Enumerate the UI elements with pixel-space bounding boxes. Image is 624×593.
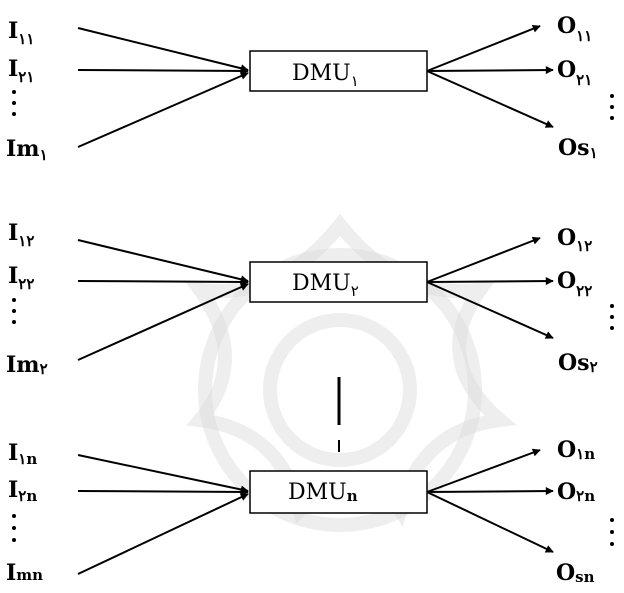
ellipsis-dot bbox=[12, 101, 16, 105]
input-label-1-2: I٢١ bbox=[8, 56, 34, 86]
ellipsis-dot bbox=[12, 90, 16, 94]
input-arrow-n-1 bbox=[77, 454, 249, 494]
input-label-n-1: I١n bbox=[8, 440, 37, 468]
output-label-n-2: O٢n bbox=[557, 479, 595, 505]
output-label-1-s: Os١ bbox=[558, 135, 598, 162]
output-arrow-1-2 bbox=[426, 66, 554, 75]
input-arrow-n-2 bbox=[77, 487, 249, 496]
ellipsis-dot bbox=[12, 309, 16, 313]
dmu-box-1 bbox=[249, 50, 428, 92]
input-arrow-2-2 bbox=[77, 277, 249, 286]
dmu-box-n bbox=[249, 470, 428, 514]
output-label-n-s: Osn bbox=[556, 560, 595, 586]
output-arrow-2-2 bbox=[426, 277, 554, 286]
input-label-2-1: I١٢ bbox=[8, 220, 34, 250]
input-arrow-n-m bbox=[77, 493, 249, 575]
input-label-n-m: Imn bbox=[6, 560, 43, 586]
output-label-2-1: O١٢ bbox=[557, 225, 592, 255]
ellipsis-dot bbox=[610, 94, 614, 98]
ellipsis-dot bbox=[610, 315, 614, 319]
ellipsis-dot bbox=[610, 542, 614, 546]
input-label-2-2: I٢٢ bbox=[8, 263, 34, 293]
dmu-label-2: DMU٢ bbox=[292, 271, 359, 300]
input-arrow-1-1 bbox=[77, 27, 249, 73]
input-label-n-2: I٢n bbox=[8, 477, 37, 505]
dmu-group-2: I١٢ I٢٢ Im٢ DMU٢ O١٢ O٢٢ Os٢ bbox=[6, 220, 614, 378]
output-arrow-2-s bbox=[426, 281, 554, 339]
ellipsis-dot bbox=[610, 326, 614, 330]
input-label-1-m: Im١ bbox=[6, 136, 48, 164]
ellipsis-dot bbox=[12, 526, 16, 530]
output-arrow-1-1 bbox=[426, 24, 541, 72]
ellipsis-dot bbox=[610, 530, 614, 534]
output-label-1-2: O٢١ bbox=[557, 57, 592, 89]
input-label-2-m: Im٢ bbox=[6, 352, 48, 378]
input-arrow-1-m bbox=[77, 72, 249, 148]
output-label-n-1: O١n bbox=[557, 437, 595, 463]
input-arrow-1-2 bbox=[77, 66, 249, 75]
output-arrow-n-s bbox=[426, 491, 554, 553]
output-label-1-1: O١١ bbox=[557, 13, 592, 45]
output-arrow-1-s bbox=[426, 70, 554, 128]
output-arrow-2-1 bbox=[426, 236, 541, 283]
ellipsis-dot bbox=[610, 304, 614, 308]
ellipsis-dot bbox=[610, 116, 614, 120]
output-arrow-n-1 bbox=[426, 448, 541, 493]
ellipsis-dot bbox=[610, 105, 614, 109]
input-arrow-2-1 bbox=[77, 239, 249, 284]
dmu-group-n: I١n I٢n Imn DMUn O١n O٢n Osn bbox=[6, 437, 614, 586]
ellipsis-dot bbox=[12, 320, 16, 324]
dmu-label-1: DMU١ bbox=[292, 61, 359, 90]
ellipsis-dot bbox=[610, 518, 614, 522]
dmu-label-n: DMUn bbox=[288, 480, 358, 505]
ellipsis-dot bbox=[12, 538, 16, 542]
ellipsis-dot bbox=[12, 112, 16, 116]
output-label-2-s: Os٢ bbox=[558, 350, 598, 376]
input-arrow-2-m bbox=[77, 283, 249, 361]
output-label-2-2: O٢٢ bbox=[557, 268, 592, 300]
input-label-1-1: I١١ bbox=[8, 18, 34, 48]
output-arrow-n-2 bbox=[426, 487, 554, 496]
ellipsis-dot bbox=[12, 514, 16, 518]
dmu-group-1: I١١ I٢١ Im١ DMU١ O١١ O٢١ Os١ bbox=[6, 13, 614, 164]
ellipsis-dot bbox=[12, 298, 16, 302]
